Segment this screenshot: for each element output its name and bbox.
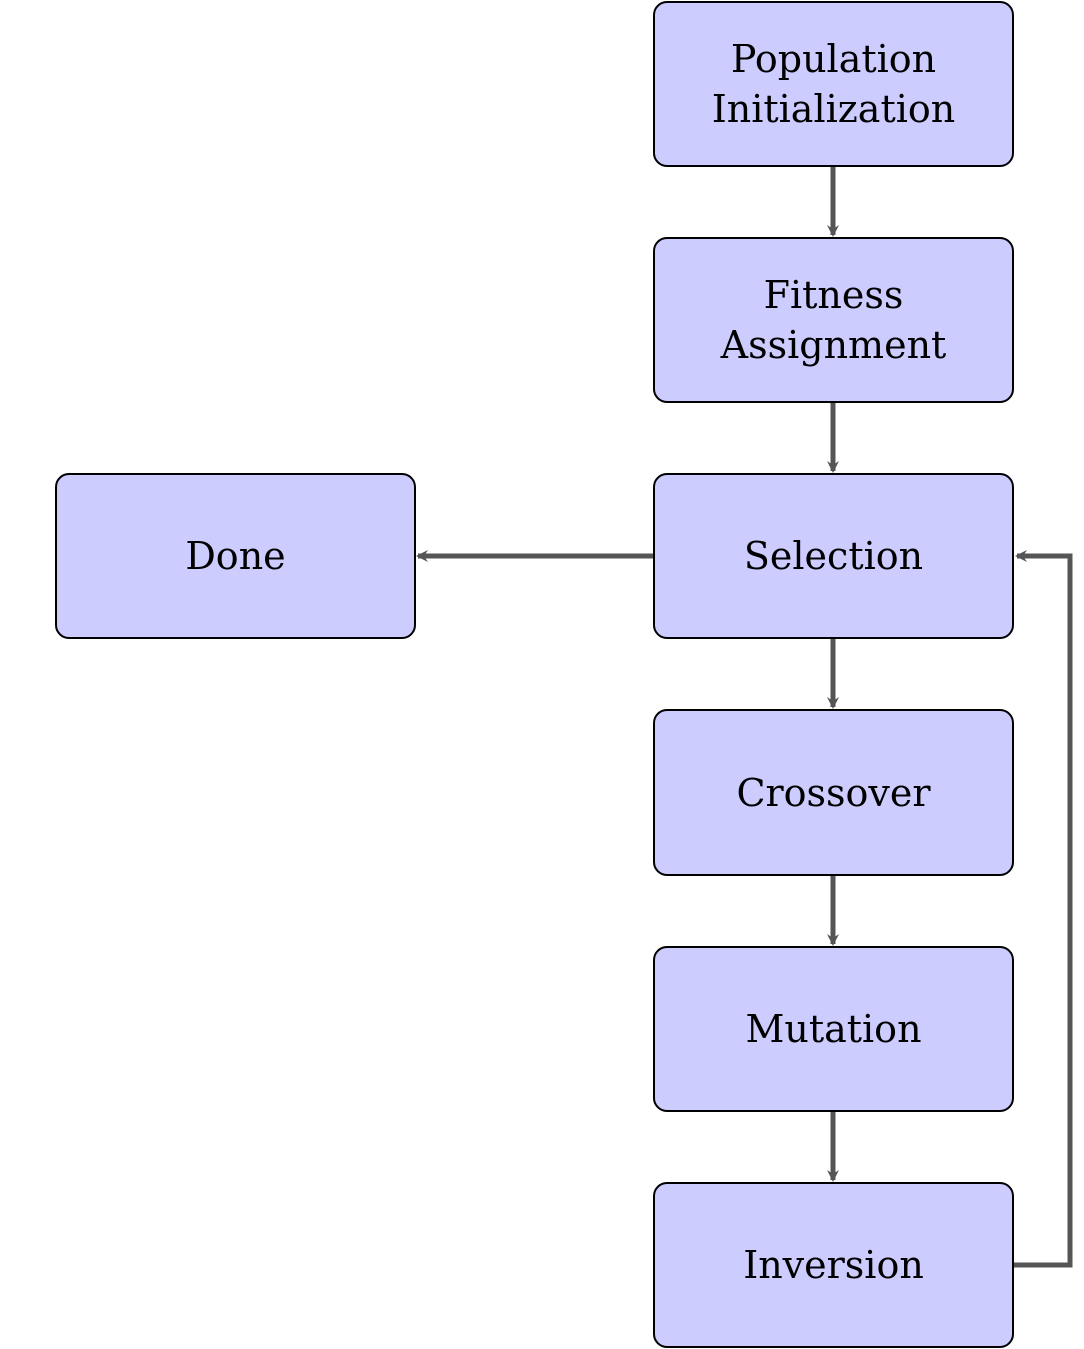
node-label-line-2: Initialization — [711, 87, 956, 131]
node-label-line-1: Population — [730, 37, 937, 81]
node-label: Done — [185, 534, 286, 578]
node-population-initialization: Population Initialization — [653, 1, 1014, 167]
node-label: Mutation — [745, 1007, 922, 1051]
node-inversion: Inversion — [653, 1182, 1014, 1348]
node-selection: Selection — [653, 473, 1014, 639]
node-label-line-2: Assignment — [720, 323, 947, 367]
node-mutation: Mutation — [653, 946, 1014, 1112]
node-label-line-1: Fitness — [763, 273, 904, 317]
node-label: Crossover — [736, 770, 931, 815]
node-done: Done — [55, 473, 416, 639]
edge-inversion-to-selection — [1014, 550, 1073, 1268]
node-label: Inversion — [743, 1243, 924, 1287]
node-crossover: Crossover — [653, 709, 1014, 876]
node-fitness-assignment: Fitness Assignment — [653, 237, 1014, 403]
node-label: Selection — [743, 534, 924, 578]
